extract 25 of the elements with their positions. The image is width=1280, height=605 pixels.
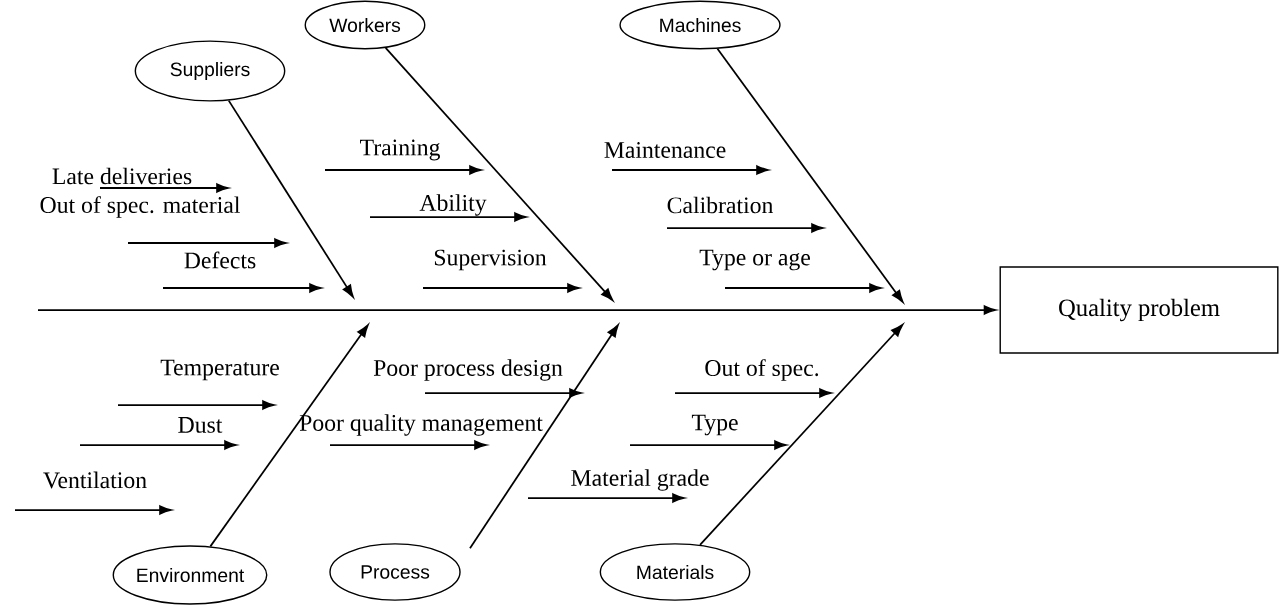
cause-label: Calibration <box>667 196 773 214</box>
cause-label: Late deliveries <box>52 167 192 185</box>
spine-arrow <box>37 305 997 315</box>
bone-arrow <box>209 324 369 548</box>
cause-label: Defects <box>184 251 256 269</box>
cause-label: Ability <box>419 194 487 216</box>
cause-label: Supervision <box>434 249 547 271</box>
bone-arrow <box>699 324 904 546</box>
cause-label: Poor process design <box>373 359 563 381</box>
bone-arrow <box>469 324 619 550</box>
bone-arrow <box>227 99 354 298</box>
cause-label: Training <box>360 139 440 161</box>
effect-box: Quality problem <box>999 266 1279 354</box>
cause-label: Poor quality management <box>299 414 543 436</box>
cause-label: Type or age <box>699 249 810 271</box>
bone-arrow <box>384 47 614 301</box>
cause-label: Out of spec. <box>705 359 819 381</box>
bone-arrow <box>716 47 904 303</box>
cause-label: Dust <box>178 417 223 433</box>
cause-label: Temperature <box>160 359 279 381</box>
cause-label: Type <box>691 414 738 436</box>
cause-label: Out of spec. material <box>40 196 240 218</box>
cause-label: Material grade <box>571 469 709 491</box>
cause-label: Ventilation <box>43 471 147 489</box>
cause-label: Maintenance <box>604 142 726 158</box>
